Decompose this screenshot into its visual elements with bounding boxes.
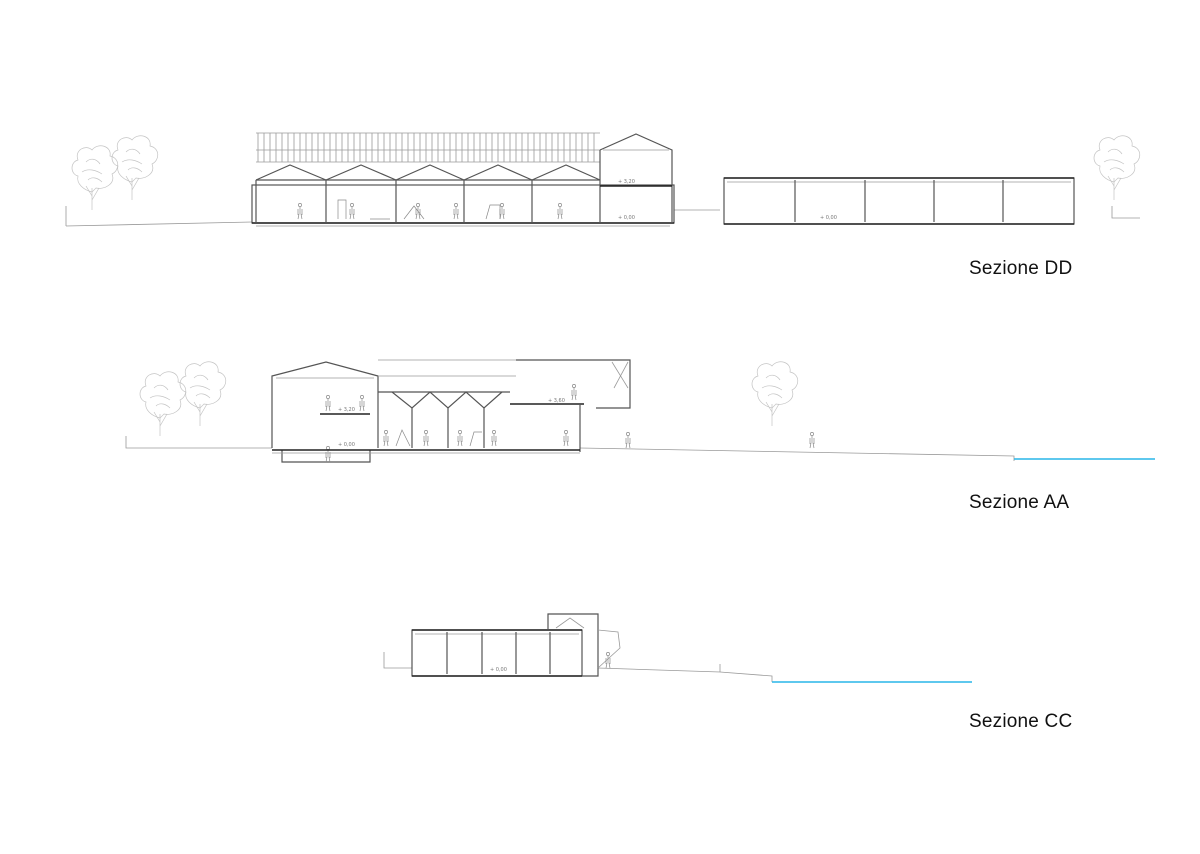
level-dd-lower: + 0,00 (618, 215, 635, 221)
section-aa-drawing: + 3,20 + 0,00 + 3,60 (125, 359, 1155, 463)
section-title-cc: Sezione CC (969, 711, 1073, 732)
level-dd-right: + 0,00 (820, 215, 837, 221)
level-aa-ground: + 0,00 (338, 442, 355, 448)
section-title-dd: Sezione DD (969, 258, 1073, 279)
level-dd-upper: + 3,20 (618, 179, 635, 185)
section-dd-drawing: + 3,20 + 0,00 + 0,00 (65, 132, 1141, 227)
section-cc-drawing: + 0,00 (383, 613, 972, 683)
section-title-aa: Sezione AA (969, 492, 1070, 513)
level-aa-mezzanine: + 3,20 (338, 407, 355, 413)
level-aa-upper: + 3,60 (548, 398, 565, 404)
level-cc-ground: + 0,00 (490, 667, 507, 673)
